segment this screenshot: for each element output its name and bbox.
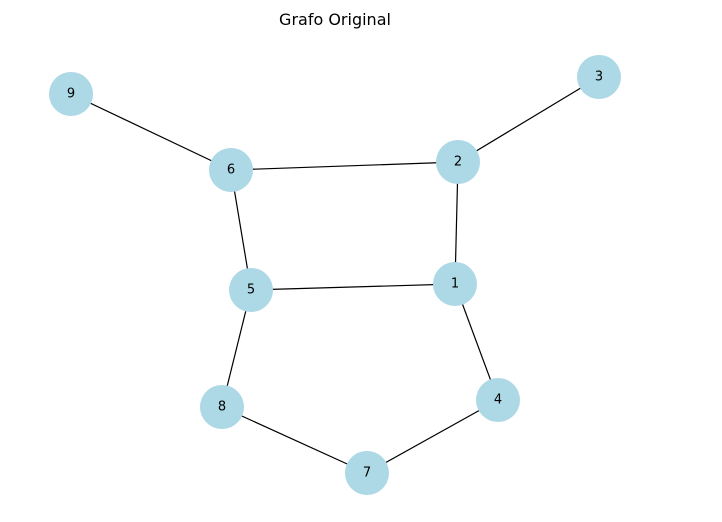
node-label: 4: [494, 393, 502, 408]
node-circle: [229, 268, 273, 312]
node-label: 7: [363, 466, 371, 481]
node-9: 9: [49, 72, 93, 116]
node-circle: [345, 451, 389, 495]
node-2: 2: [436, 140, 480, 184]
edge-9-6: [70, 93, 232, 171]
node-3: 3: [577, 55, 621, 99]
edge-7-4: [366, 399, 499, 474]
node-circle: [476, 378, 520, 422]
node-label: 2: [454, 155, 462, 170]
node-label: 8: [218, 400, 226, 415]
node-label: 3: [595, 70, 603, 85]
node-7: 7: [345, 451, 389, 495]
node-label: 6: [227, 163, 235, 178]
node-circle: [209, 148, 253, 192]
edge-6-2: [230, 161, 459, 171]
node-5: 5: [229, 268, 273, 312]
node-circle: [200, 385, 244, 429]
edges-layer: [70, 76, 600, 474]
node-circle: [577, 55, 621, 99]
nodes-layer: 1 2 3 4 5 6 7 8 9: [49, 55, 621, 495]
node-1: 1: [433, 262, 477, 306]
node-8: 8: [200, 385, 244, 429]
node-label: 1: [451, 277, 459, 292]
edge-8-7: [221, 406, 368, 474]
node-4: 4: [476, 378, 520, 422]
node-circle: [49, 72, 93, 116]
node-6: 6: [209, 148, 253, 192]
node-label: 5: [247, 283, 255, 298]
diagram-title: Grafo Original: [279, 10, 391, 29]
node-circle: [433, 262, 477, 306]
edge-5-1: [250, 283, 456, 291]
edge-2-3: [457, 76, 600, 163]
node-label: 9: [67, 87, 75, 102]
node-circle: [436, 140, 480, 184]
